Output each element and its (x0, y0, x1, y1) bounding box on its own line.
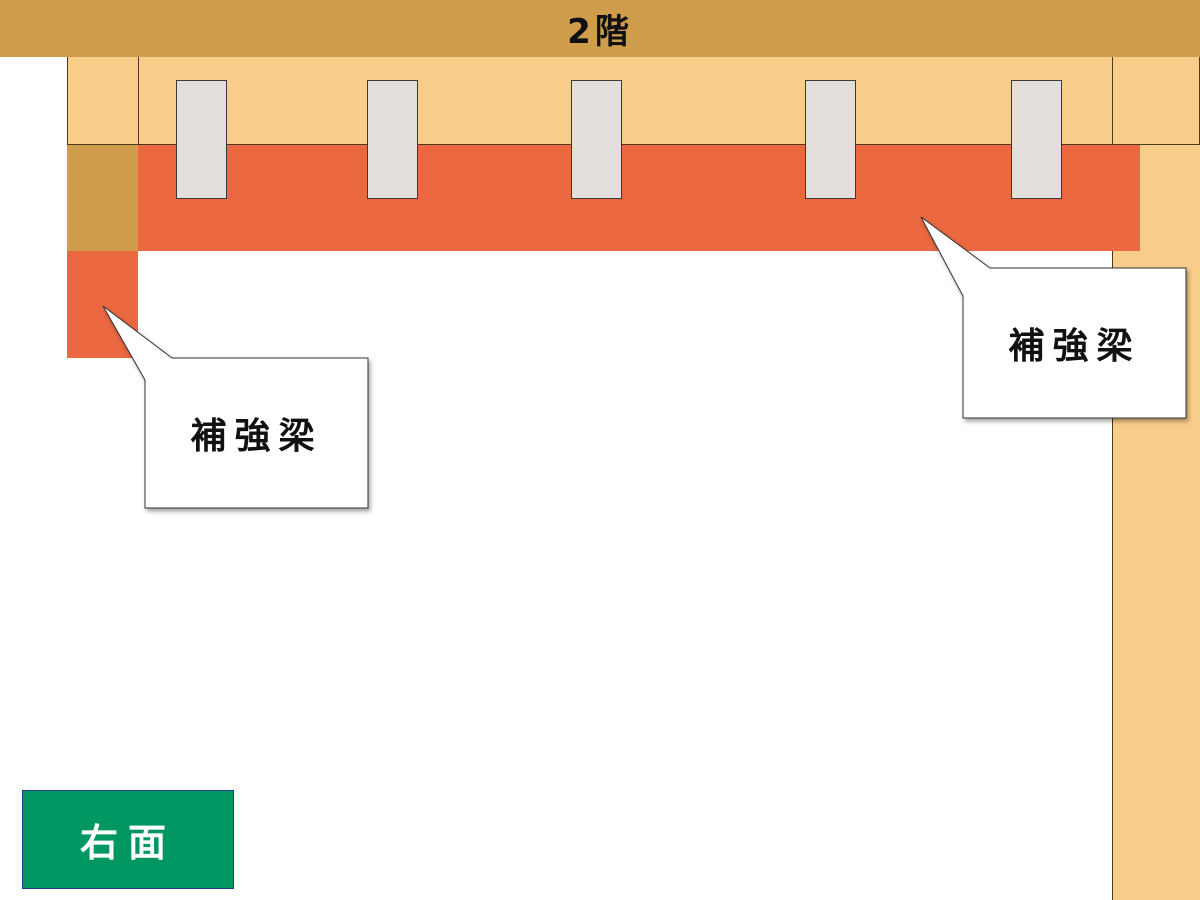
stud (367, 80, 418, 199)
face-badge-label: 右面 (79, 821, 176, 865)
plate-divider-left (138, 57, 139, 145)
stud (1011, 80, 1062, 199)
stud (176, 80, 227, 199)
right-post (1112, 145, 1200, 900)
corner-post-block (67, 145, 138, 251)
plate-divider-right (1112, 57, 1113, 145)
reinforcement-beam-horizontal (138, 145, 1140, 251)
reinforcement-beam-vertical (67, 251, 138, 358)
stud (571, 80, 622, 199)
floor-label: 2階 (567, 12, 633, 52)
callout-left-label: 補強梁 (190, 416, 323, 457)
stud (805, 80, 856, 199)
floor-band: 2階 (0, 0, 1200, 57)
face-badge: 右面 (22, 790, 234, 889)
callout-right-label: 補強梁 (1008, 326, 1141, 367)
